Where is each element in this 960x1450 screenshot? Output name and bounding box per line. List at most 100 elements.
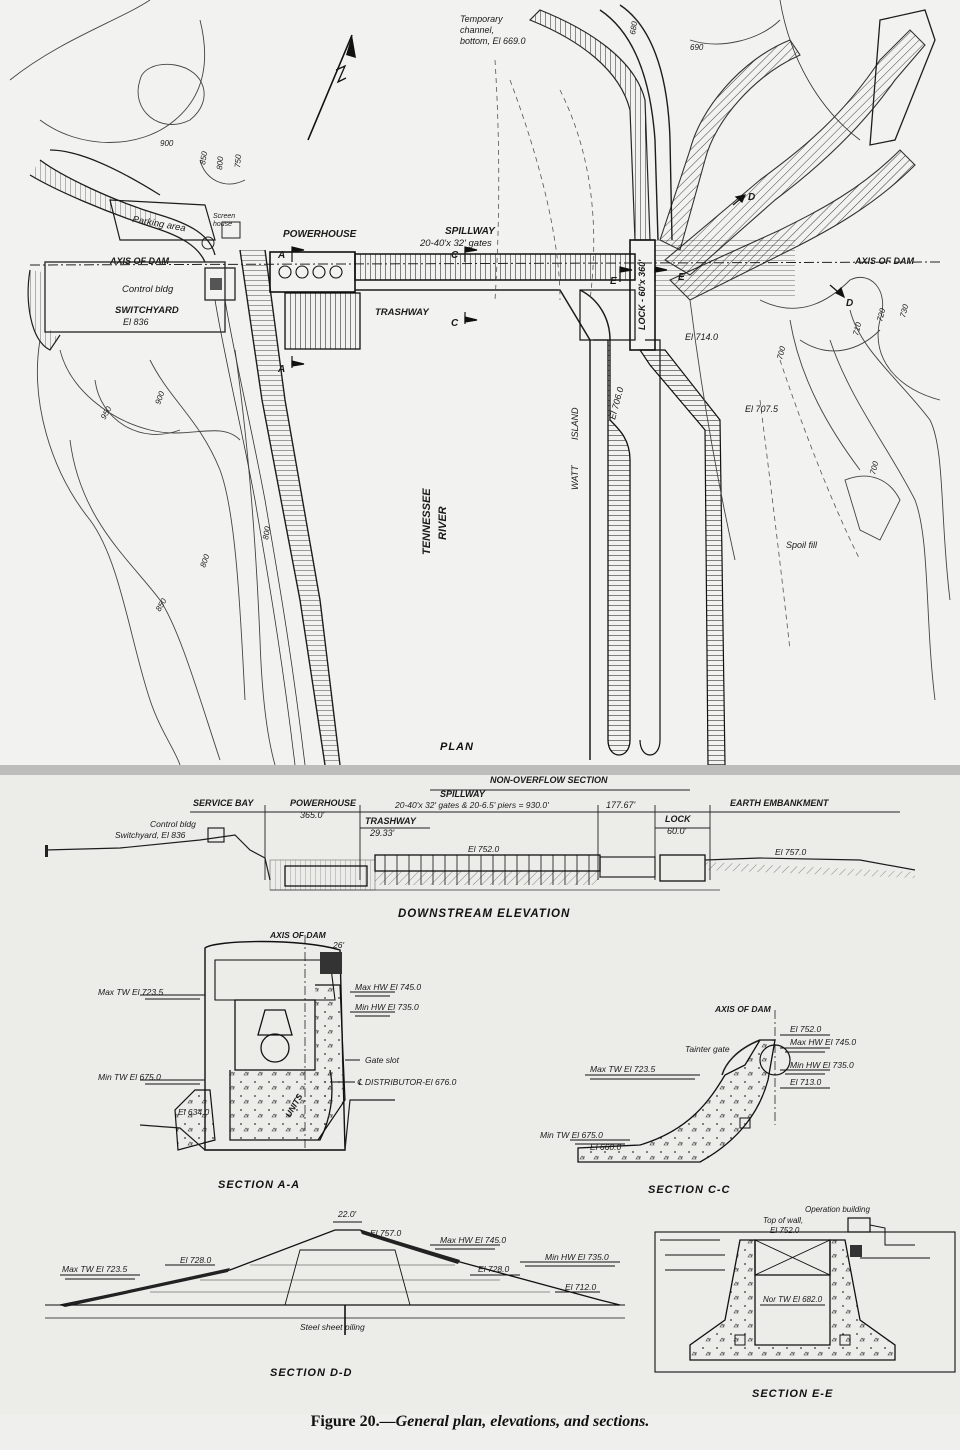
tennessee-label: TENNESSEE: [421, 488, 433, 555]
cc-max-tw: Max TW El 723.5: [590, 1064, 655, 1074]
switchyard-elevation: El 836: [123, 317, 149, 327]
lock-label: LOCK - 60'x 360': [637, 259, 647, 330]
section-aa: AXIS OF DAM 26' Max HW El 745.0 Min HW E…: [98, 930, 457, 1191]
figure-caption-text: —General plan, elevations, and sections.: [379, 1413, 650, 1430]
elev-lock-label: LOCK: [665, 814, 692, 824]
plan-labels: Temporary channel, bottom, El 669.0 POWE…: [99, 14, 915, 753]
section-a-top: A: [277, 250, 285, 261]
contour-800-a: 800: [215, 156, 225, 171]
axis-of-dam-right: AXIS OF DAM: [854, 256, 915, 266]
dd-el-728b: El 728.0: [478, 1264, 509, 1274]
elev-trashway-label: TRASHWAY: [365, 816, 417, 826]
elev-lock-len: 60.0': [667, 826, 687, 836]
aa-min-tw: Min TW El 675.0: [98, 1072, 161, 1082]
earth-embankment-label: EARTH EMBANKMENT: [730, 798, 830, 808]
cc-el-713: El 713.0: [790, 1077, 821, 1087]
contour-730: 730: [898, 303, 910, 319]
section-dd: 22.0' El 757.0 Max HW El 745.0 Min HW El…: [45, 1209, 625, 1379]
dd-el-757: El 757.0: [370, 1228, 401, 1238]
elev-spillway-detail: 20-40'x 32' gates & 20-6.5' piers = 930.…: [394, 800, 549, 810]
dd-steel-piling: Steel sheet piling: [300, 1322, 365, 1332]
section-ee-title: SECTION E-E: [752, 1388, 833, 1400]
spoil-fill-label: Spoil fill: [786, 540, 818, 550]
contour-900-b: 900: [153, 390, 166, 406]
page-fold: [0, 765, 960, 775]
contour-750: 750: [233, 154, 243, 169]
switchyard-label: SWITCHYARD: [115, 305, 179, 316]
contour-680: 680: [628, 20, 639, 35]
cc-el-752: El 752.0: [790, 1024, 821, 1034]
elevation-title: DOWNSTREAM ELEVATION: [398, 908, 570, 920]
section-dd-title: SECTION D-D: [270, 1367, 353, 1379]
section-e-left: E: [610, 276, 617, 287]
section-cc-title: SECTION C-C: [648, 1184, 731, 1196]
section-e-right: E: [678, 272, 685, 283]
dd-top-dim: 22.0': [337, 1209, 357, 1219]
section-a-bottom: A: [277, 364, 285, 375]
dd-max-hw: Max HW El 745.0: [440, 1235, 506, 1245]
contour-720: 720: [875, 307, 887, 323]
spillway-gates-label: 20-40'x 32' gates: [419, 238, 492, 249]
non-overflow-label: NON-OVERFLOW SECTION: [490, 775, 608, 785]
contour-700-a: 700: [775, 345, 787, 361]
aa-max-hw: Max HW El 745.0: [355, 982, 421, 992]
cc-min-hw: Min HW El 735.0: [790, 1060, 854, 1070]
powerhouse-label: POWERHOUSE: [283, 229, 357, 240]
dd-el-728a: El 728.0: [180, 1255, 211, 1265]
plan-title: PLAN: [440, 741, 474, 753]
section-cc: AXIS OF DAM El 752.0 Max HW El 745.0 Tai…: [540, 1004, 856, 1196]
aa-axis-label: AXIS OF DAM: [269, 930, 327, 940]
section-d-bottom: D: [846, 298, 853, 309]
temp-channel-line1: Temporary: [460, 14, 503, 24]
contour-850-a: 850: [198, 150, 209, 165]
section-d-top: D: [748, 192, 755, 203]
aa-max-tw: Max TW El 723.5: [98, 987, 163, 997]
el-714-label: El 714.0: [685, 332, 718, 342]
dd-el-712: El 712.0: [565, 1282, 596, 1292]
spillway-label: SPILLWAY: [445, 226, 496, 237]
contour-800-c: 800: [261, 525, 272, 540]
screen-house-line2: house: [213, 221, 232, 228]
service-bay-label: SERVICE BAY: [193, 798, 254, 808]
section-markers: [291, 194, 846, 368]
contour-900-a: 900: [160, 139, 174, 148]
downstream-elevation: NON-OVERFLOW SECTION SERVICE BAY POWERHO…: [0, 775, 960, 1415]
axis-of-dam-left: AXIS OF DAM: [109, 256, 170, 266]
contour-800-b: 800: [198, 553, 211, 569]
ee-nor-tw: Nor TW El 682.0: [763, 1295, 823, 1304]
aa-dim-label: 26': [332, 940, 344, 950]
cc-tainter-gate: Tainter gate: [685, 1044, 730, 1054]
cc-max-hw: Max HW El 745.0: [790, 1037, 856, 1047]
temp-channel-line2: channel,: [460, 25, 494, 35]
non-overflow-len: 177.67': [606, 800, 636, 810]
trashway-label: TRASHWAY: [375, 307, 430, 318]
section-ee: Operation building Top of wall, El 752.0…: [654, 1205, 956, 1400]
figure-number: Figure 20.: [310, 1413, 380, 1430]
contour-700-b: 700: [868, 460, 880, 476]
watt-label: WATT: [570, 464, 580, 490]
elev-trashway-len: 29.33': [369, 828, 395, 838]
ee-top-of-wall: Top of wall,: [763, 1216, 803, 1225]
elev-el-757: El 757.0: [775, 847, 806, 857]
elev-el-752: El 752.0: [468, 844, 499, 854]
section-c-top: C: [451, 250, 459, 261]
elev-switchyard: Switchyard, El 836: [115, 830, 186, 840]
ee-operation-building: Operation building: [805, 1205, 870, 1214]
river-label: RIVER: [437, 506, 449, 540]
screen-house-line1: Screen: [213, 213, 235, 220]
cc-min-tw: Min TW El 675.0: [540, 1130, 603, 1140]
section-aa-title: SECTION A-A: [218, 1179, 300, 1191]
el-7075-label: El 707.5: [745, 404, 779, 414]
elev-spillway-label: SPILLWAY: [440, 789, 486, 799]
aa-min-hw: Min HW El 735.0: [355, 1002, 419, 1012]
dd-max-tw: Max TW El 723.5: [62, 1264, 127, 1274]
cc-axis-label: AXIS OF DAM: [714, 1004, 772, 1014]
island-label: ISLAND: [570, 407, 580, 440]
figure-caption: Figure 20.—General plan, elevations, and…: [0, 1413, 960, 1431]
aa-el-634: El 634.0: [178, 1107, 209, 1117]
contour-690: 690: [690, 43, 704, 52]
elev-control-bldg: Control bldg: [150, 819, 196, 829]
elev-powerhouse-label: POWERHOUSE: [290, 798, 357, 808]
